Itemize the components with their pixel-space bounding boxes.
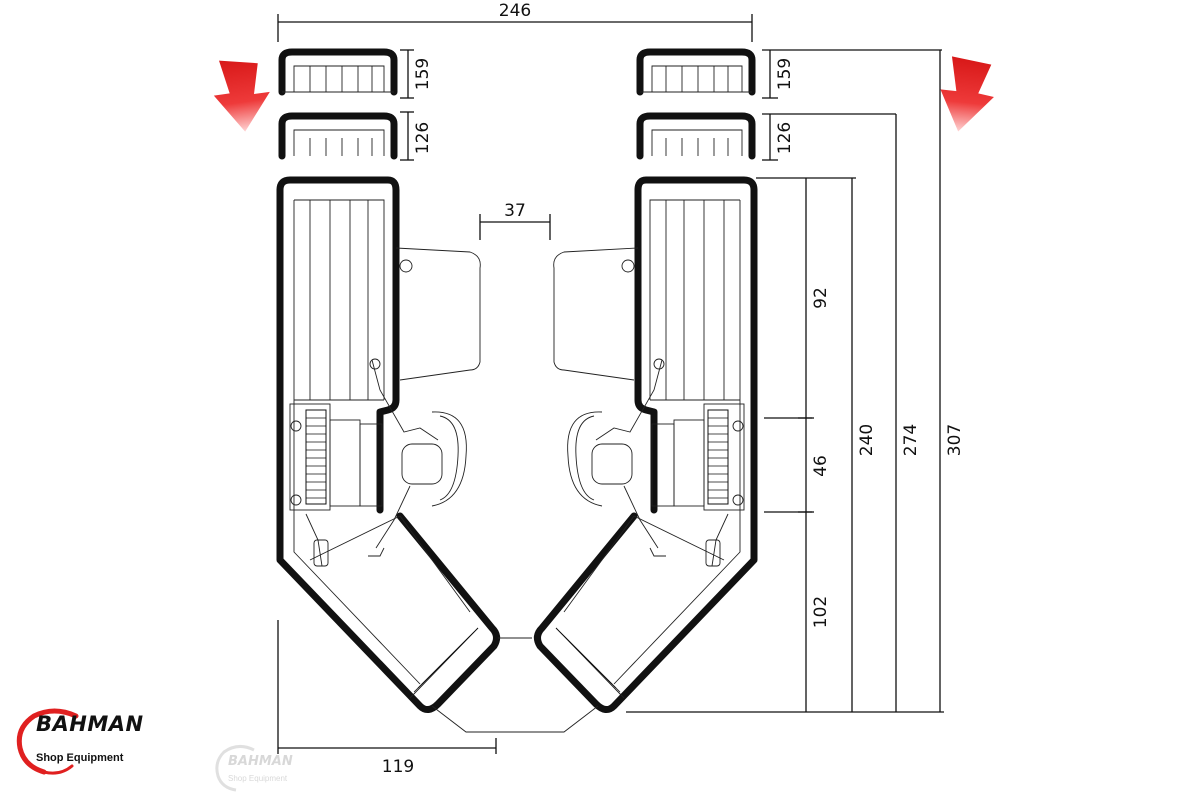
- dim-gap-label: 37: [504, 201, 526, 221]
- dim-height-274: 274: [901, 424, 921, 456]
- dim-height-240: 240: [857, 424, 877, 456]
- watermark-swoosh-icon: [215, 745, 255, 792]
- top-right-unit-1: [636, 48, 756, 96]
- dim-segment-upper: 92: [811, 287, 831, 309]
- top-right-unit-2: [636, 112, 756, 160]
- dim-overall-width-label: 246: [499, 1, 531, 21]
- dim-gap: 37: [479, 201, 551, 240]
- dim-segment-lower: 102: [811, 596, 831, 628]
- dim-top-right: 159 126: [762, 49, 942, 161]
- dim-bottom-width: 119: [277, 620, 497, 777]
- left-counter: [276, 176, 501, 713]
- dim-bottom-width-label: 119: [382, 757, 414, 777]
- logo-swoosh-icon: [16, 708, 79, 775]
- dim-height-307: 307: [945, 424, 965, 456]
- dim-top-left: 159 126: [400, 49, 433, 161]
- right-counter: [533, 176, 758, 713]
- watermark-name: BAHMAN: [228, 754, 293, 769]
- corner-connector: [431, 637, 599, 733]
- top-left-unit-2: [278, 112, 398, 160]
- dim-overall-width: 246: [277, 1, 753, 42]
- brand-logo: BAHMAN Shop Equipment: [14, 708, 154, 778]
- dim-top-left-1: 159: [413, 58, 433, 90]
- arrow-down-icon: [213, 60, 270, 132]
- watermark-tagline: Shop Equipment: [228, 774, 288, 783]
- dim-top-right-2: 126: [775, 122, 795, 154]
- dim-right-vertical: 92 46 102 240 274 307: [626, 50, 965, 713]
- arrow-down-icon: [940, 56, 994, 132]
- brand-watermark: BAHMAN Shop Equipment: [214, 744, 314, 794]
- brand-name: BAHMAN: [36, 712, 144, 736]
- dim-segment-middle: 46: [811, 455, 831, 477]
- dim-top-right-1: 159: [775, 58, 795, 90]
- brand-tagline: Shop Equipment: [36, 752, 124, 764]
- top-left-unit-1: [278, 48, 398, 96]
- dim-top-left-2: 126: [413, 122, 433, 154]
